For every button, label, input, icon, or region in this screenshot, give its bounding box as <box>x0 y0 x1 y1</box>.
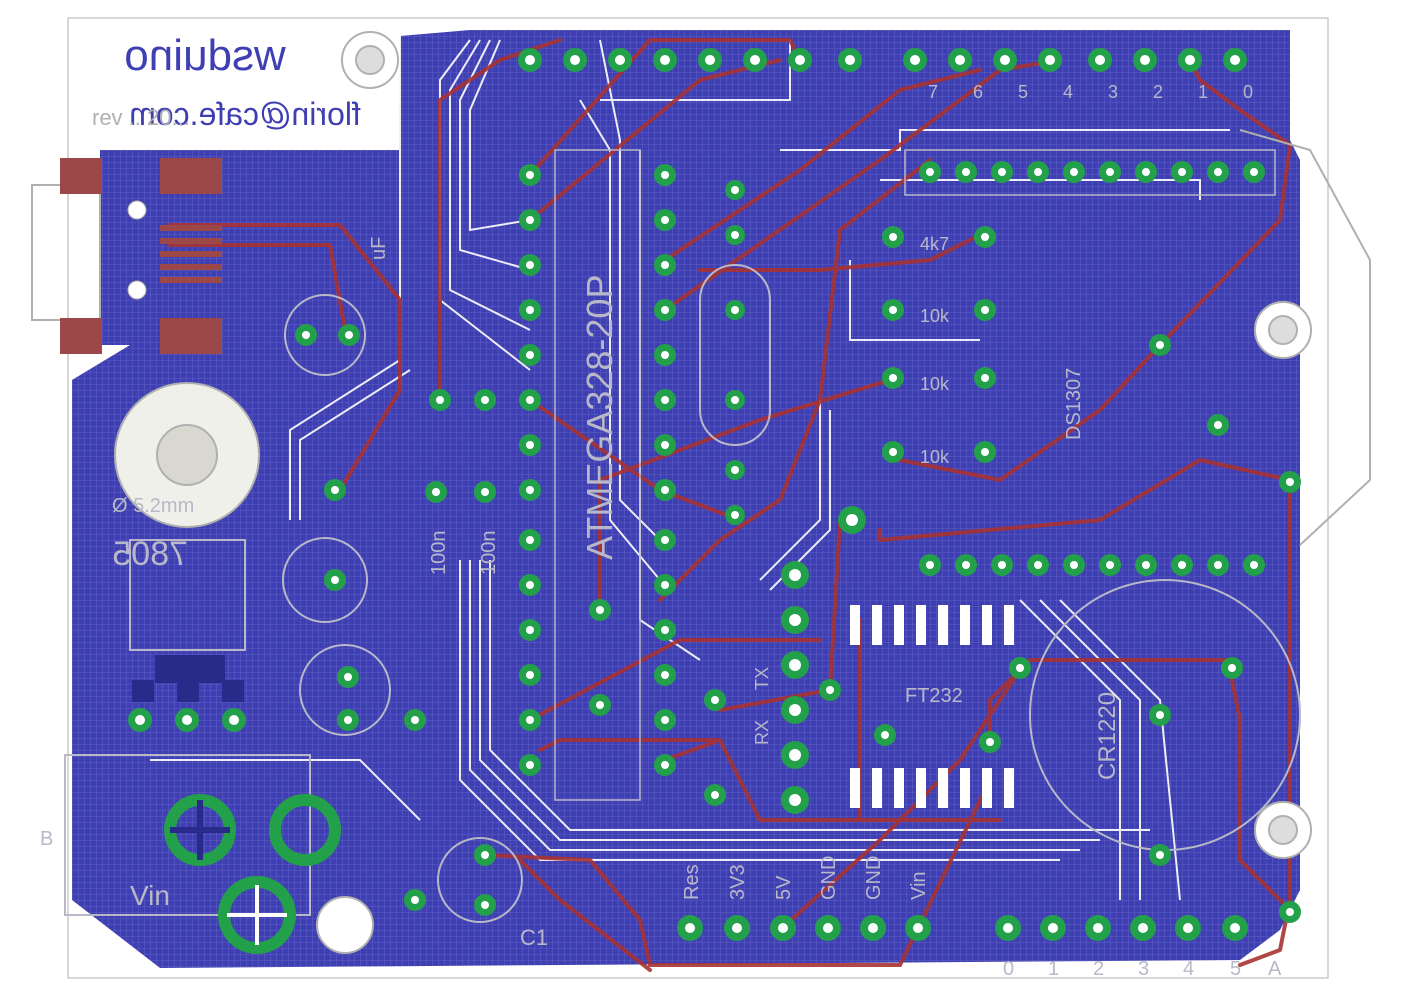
board-outline <box>67 17 1329 979</box>
chip-label: ATMEGA328-20P <box>579 275 620 560</box>
board-revision: rev .. 20... <box>92 105 190 130</box>
atmega-outline <box>554 149 641 801</box>
analog-header <box>995 915 1248 941</box>
power-pin-label: GND <box>863 856 885 900</box>
digital-pin-label: 4 <box>1063 82 1073 102</box>
power-section <box>128 294 523 923</box>
rx-label: RX <box>752 720 772 745</box>
resistor-pads <box>882 226 1301 493</box>
digital-pin-label: 2 <box>1153 82 1163 102</box>
board-title: wsduino <box>124 31 286 80</box>
analog-pin-label: 1 <box>1048 958 1059 980</box>
cap-uf-label: uF <box>368 237 390 260</box>
power-pin-label: 3V3 <box>727 864 749 900</box>
cap-label: 100n <box>478 531 500 576</box>
power-pin-label: 5V <box>773 875 795 900</box>
analog-pin-label: 3 <box>1138 958 1149 980</box>
cap-label: 100n <box>428 531 450 576</box>
serial-header <box>589 506 1031 814</box>
extra-label: B <box>40 828 53 850</box>
c1-label: C1 <box>520 925 548 950</box>
analog-pin-label: 4 <box>1183 958 1194 980</box>
vin-label: Vin <box>130 880 170 911</box>
digital-pin-label: 5 <box>1018 82 1028 102</box>
battery-label: CR1220 <box>1094 692 1121 780</box>
power-header <box>677 915 931 941</box>
digital-pin-label: 1 <box>1198 82 1208 102</box>
digital-pin-label: 6 <box>973 82 983 102</box>
rtc-label: DS1307 <box>1063 368 1085 440</box>
digital-pin-label: 7 <box>928 82 938 102</box>
crystal <box>699 180 771 525</box>
board-author: florin@cafe.com <box>129 96 361 132</box>
digital-pin-label: 3 <box>1108 82 1118 102</box>
extra-label: A <box>1268 958 1282 980</box>
regulator-label: 7805 <box>112 535 188 573</box>
power-pin-label: Res <box>681 864 703 900</box>
board-shape-outline <box>1239 129 1371 546</box>
resistor-label: 10k <box>920 306 950 326</box>
fet-label: FT232 <box>905 685 963 707</box>
smd-chip-lower <box>850 768 1014 808</box>
barrel-jack <box>64 754 341 954</box>
digital-header <box>518 48 1247 72</box>
atmega-left-pins <box>519 164 541 776</box>
digital-pin-label: 0 <box>1243 82 1253 102</box>
power-pin-label: GND <box>818 856 840 900</box>
power-pin-label: Vin <box>908 871 930 900</box>
atmega-right-pins <box>654 164 676 776</box>
analog-pin-label: 5 <box>1230 958 1241 980</box>
analog-pin-label: 0 <box>1003 958 1014 980</box>
resistor-label: 10k <box>920 374 950 394</box>
tx-label: TX <box>752 667 772 690</box>
resistor-label: 4k7 <box>920 234 949 254</box>
battery-holder <box>1029 579 1301 923</box>
resistor-label: 10k <box>920 447 950 467</box>
trace-clearances <box>150 36 1230 901</box>
upper-right-header <box>904 149 1276 576</box>
analog-pin-label: 2 <box>1093 958 1104 980</box>
usb-connector <box>31 158 222 354</box>
mounting-holes <box>114 31 1312 954</box>
hole-label: Ø 5.2mm <box>112 495 194 517</box>
smd-chip-upper <box>850 605 1014 645</box>
